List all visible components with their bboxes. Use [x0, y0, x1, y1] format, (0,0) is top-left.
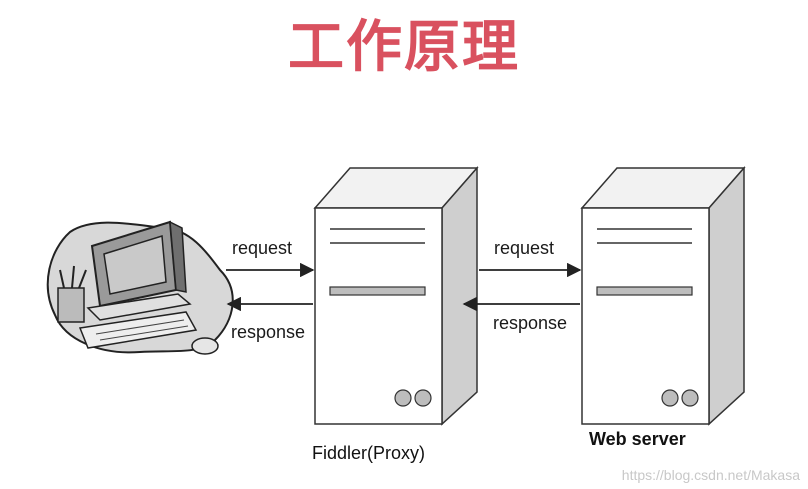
watermark: https://blog.csdn.net/Makasa: [621, 467, 800, 483]
left-request-label: request: [232, 238, 293, 258]
server-caption: Web server: [589, 429, 686, 449]
client-computer-icon: [46, 220, 234, 355]
left-response-label: response: [231, 322, 306, 342]
proxy-server-icon: [313, 166, 479, 426]
proxy-caption: Fiddler(Proxy): [312, 443, 426, 463]
right-response-label: response: [493, 313, 568, 333]
web-server-icon: [580, 166, 746, 426]
diagram-title: 工作原理: [288, 15, 520, 80]
right-request-label: request: [494, 238, 555, 258]
